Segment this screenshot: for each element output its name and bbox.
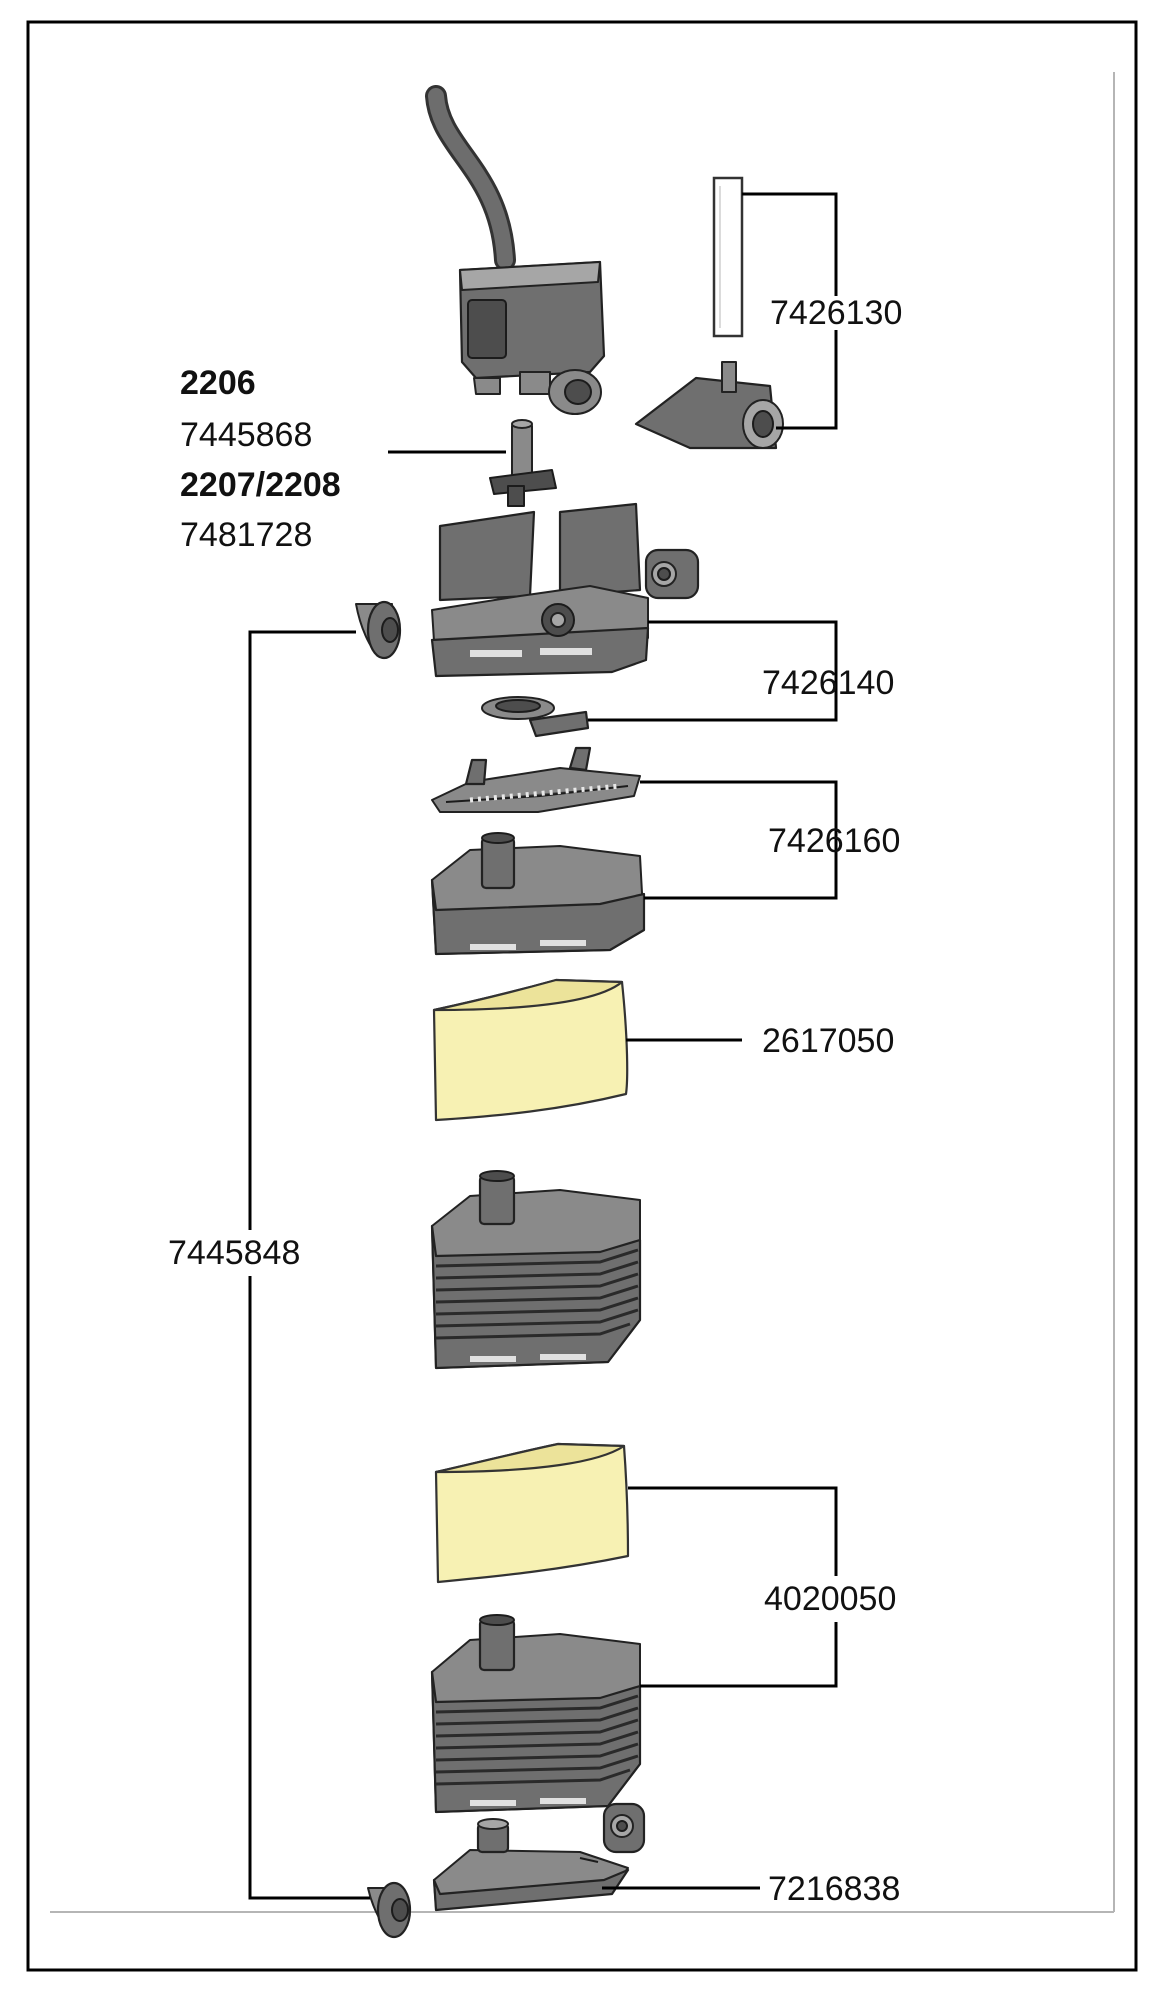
suction-cup-bottom — [367, 1881, 412, 1939]
filter-sponge-top — [432, 978, 629, 1122]
label-part-2617050: 2617050 — [762, 1022, 895, 1060]
label-part-7426160: 7426160 — [768, 822, 901, 860]
bushing-top — [644, 548, 700, 600]
filter-module-bottom — [430, 1614, 642, 1814]
leader-7426160 — [640, 780, 838, 900]
bottom-plate — [432, 1818, 630, 1912]
impeller-cover — [481, 696, 590, 738]
label-model-2206: 2206 — [180, 364, 256, 402]
label-part-7426140: 7426140 — [762, 664, 895, 702]
pump-motor — [458, 260, 606, 415]
label-part-7481728: 7481728 — [180, 516, 313, 554]
label-part-7216838: 7216838 — [768, 1870, 901, 1908]
impeller — [489, 419, 557, 507]
label-model-2207-2208: 2207/2208 — [180, 466, 341, 504]
filter-sponge-bottom — [434, 1442, 630, 1584]
label-part-7445848: 7445848 — [166, 1230, 303, 1276]
outlet-nozzle — [634, 361, 784, 450]
outlet-tube — [712, 176, 744, 338]
label-part-4020050: 4020050 — [762, 1576, 899, 1622]
outer-frame — [26, 20, 1138, 1972]
bushing-bottom — [602, 1802, 646, 1854]
suction-cup-top — [355, 600, 402, 660]
leader-7426140-top — [588, 620, 838, 722]
pump-chamber — [430, 502, 650, 678]
label-part-7445868: 7445868 — [180, 416, 313, 454]
filter-module-middle — [430, 1170, 642, 1370]
filter-housing-top — [430, 832, 646, 956]
filter-lid — [431, 746, 641, 813]
label-part-7426130: 7426130 — [768, 294, 905, 332]
